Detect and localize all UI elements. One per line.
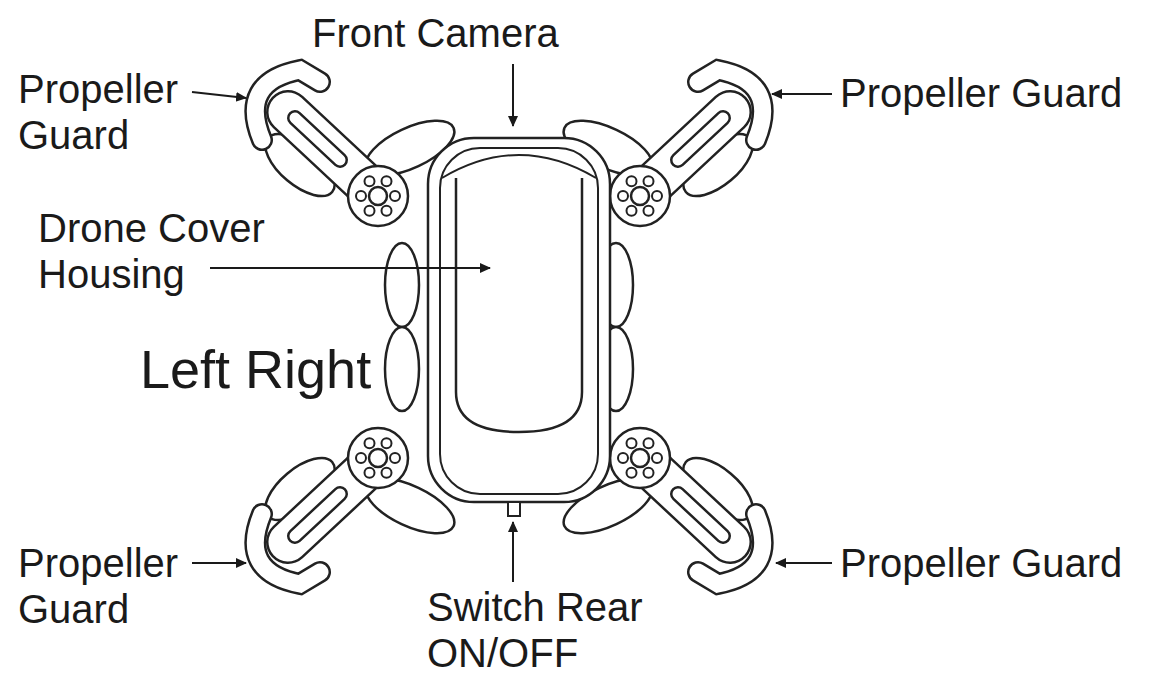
part-label: Propeller Guard	[18, 540, 218, 632]
part-label: Propeller Guard	[18, 66, 218, 158]
part-label: Propeller Guard	[840, 70, 1150, 116]
part-label: Switch Rear ON/OFF	[427, 584, 667, 676]
part-label: Front Camera	[312, 10, 612, 56]
part-label: Left Right	[140, 338, 420, 400]
part-label: Propeller Guard	[840, 540, 1150, 586]
part-label: Drone Cover Housing	[38, 205, 318, 297]
